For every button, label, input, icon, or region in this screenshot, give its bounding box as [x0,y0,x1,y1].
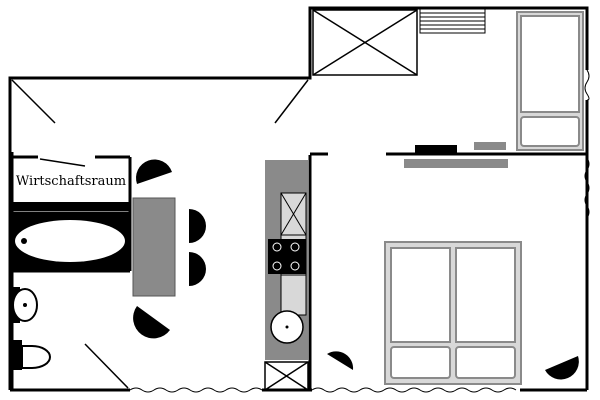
bathtub [12,212,130,270]
chair-top [136,159,172,184]
fridge [264,361,309,391]
double-bed [384,241,522,385]
chair-bedroom-right [545,356,579,380]
chairs [133,159,206,339]
toilet [12,340,51,370]
entry-door-right [274,79,309,124]
gray-wardrobe [404,159,508,168]
sink [12,287,38,323]
bedroom-chairs [327,351,579,380]
chair-right-1 [189,209,206,243]
utility-door [39,158,86,167]
chair-bedroom-left [327,351,354,370]
entry-door-left [11,79,56,124]
chair-right-2 [189,252,206,286]
radiator [419,7,486,34]
gray-shelf-small [474,142,506,150]
dining-table [132,197,176,297]
bath-door [84,343,129,389]
black-cabinet [415,145,457,154]
door-swings [11,79,309,389]
wall-left-top [8,6,589,390]
wall-openings [129,69,590,393]
room-label-wirtschaftsraum: Wirtschaftsraum [15,174,127,189]
chair-bottom [133,306,170,339]
single-bed [516,11,584,151]
kitchen-counter [265,160,308,360]
storage-box [312,9,418,76]
utility-counter [12,202,130,210]
